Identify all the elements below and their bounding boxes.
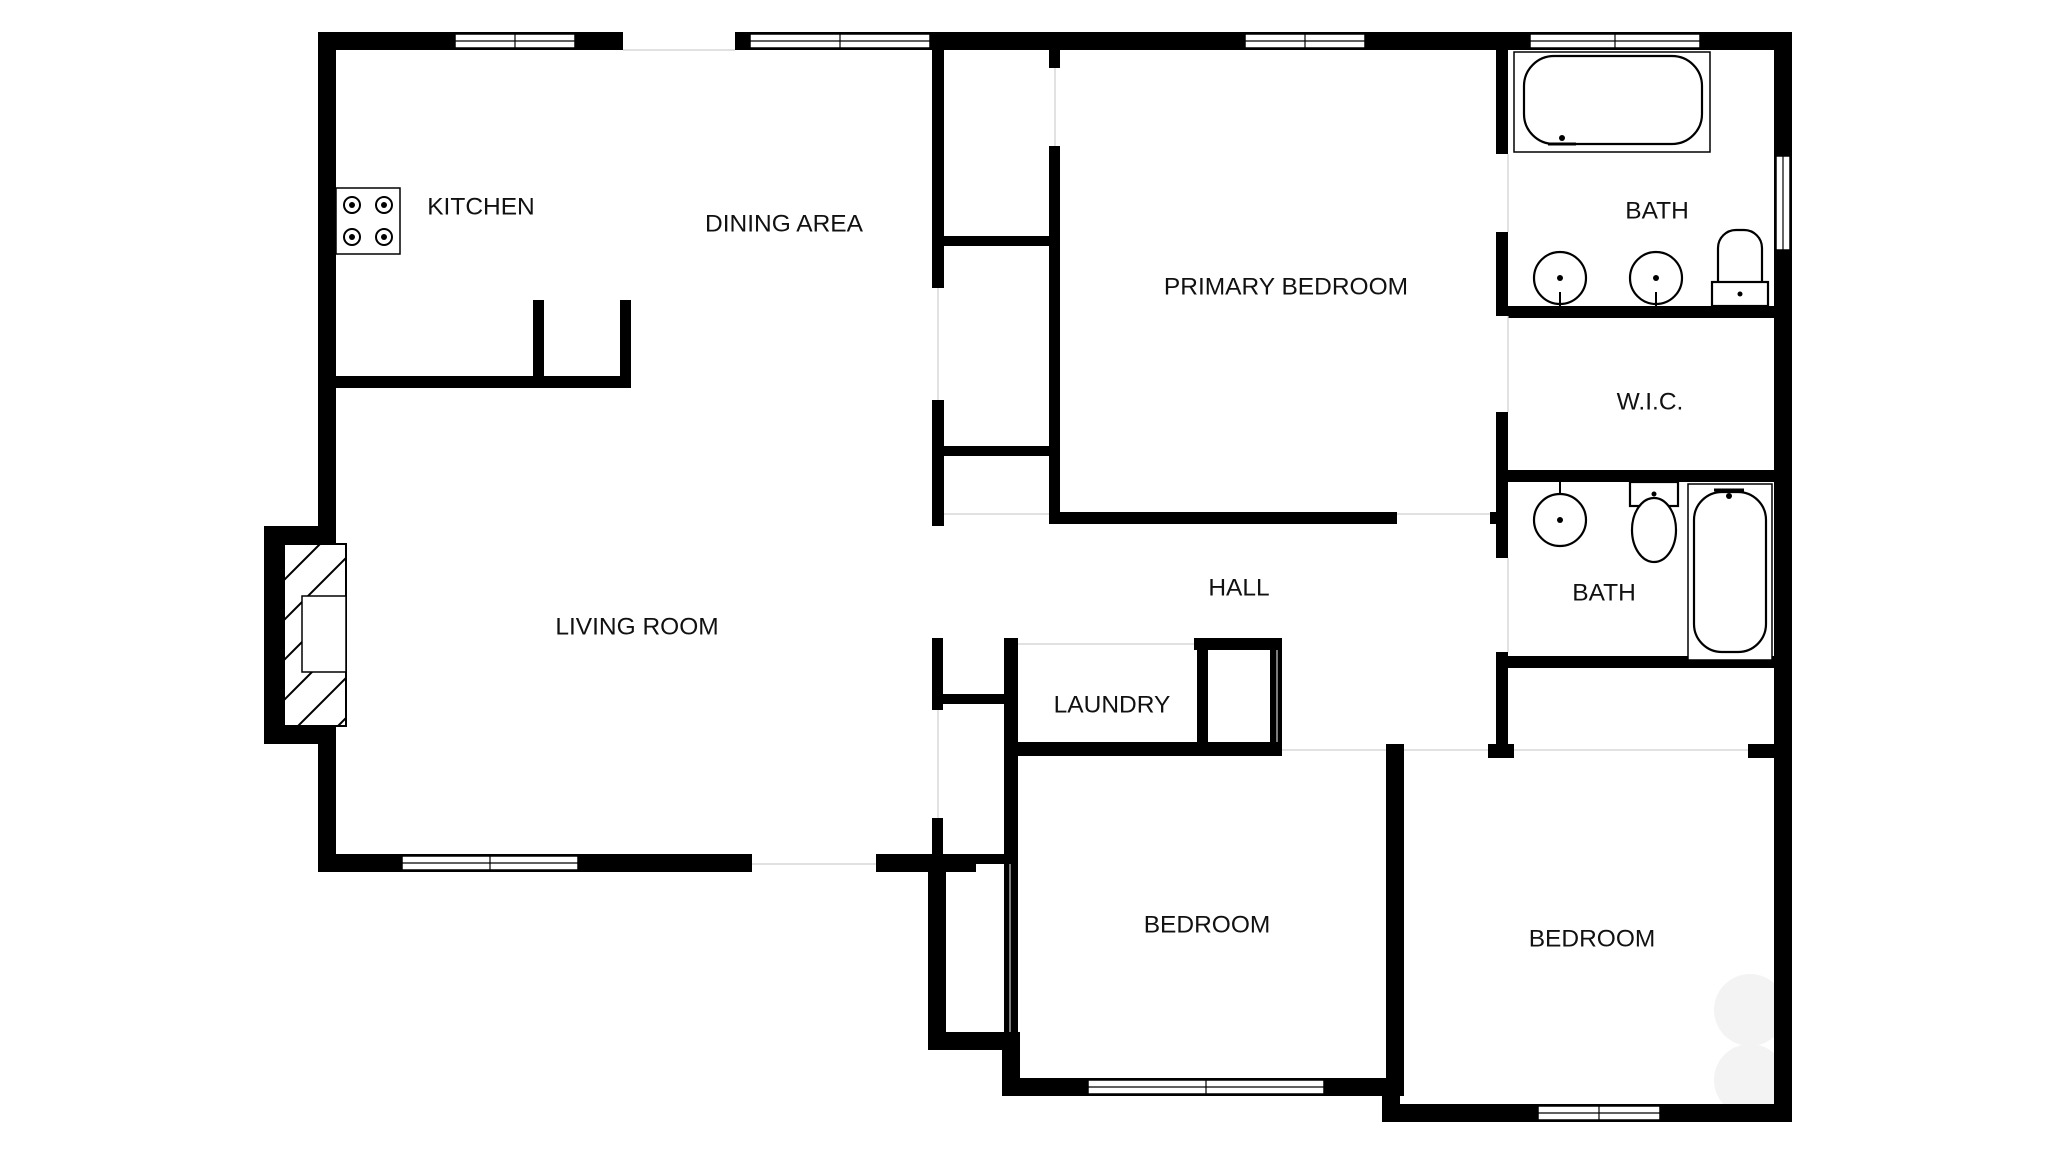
window-dining — [749, 33, 931, 49]
toilet-icon — [1628, 480, 1680, 564]
cooktop-icon — [335, 187, 401, 255]
sink-icon — [1532, 482, 1588, 548]
interior-walls — [336, 50, 1788, 1096]
toilet-icon — [1710, 228, 1770, 308]
window-bedroom-2 — [1087, 1079, 1325, 1095]
window-primary-bedroom — [1244, 33, 1366, 49]
window-primary-bath — [1529, 33, 1701, 49]
fireplace — [283, 543, 347, 727]
room-labels: KITCHEN DINING AREA PRIMARY BEDROOM BATH… — [427, 193, 1689, 952]
door-openings — [623, 49, 1748, 1032]
sink-icon — [1532, 250, 1588, 306]
sink-icon — [1628, 250, 1684, 306]
window-bedroom-3 — [1537, 1105, 1661, 1121]
window-living-room — [401, 855, 579, 871]
watermark — [1714, 974, 1786, 1116]
bathtub-icon — [1687, 483, 1773, 661]
bathtub-icon — [1513, 51, 1711, 153]
room-label-living-room: LIVING ROOM — [555, 613, 718, 640]
windows — [401, 33, 1791, 1121]
room-label-hall: HALL — [1208, 574, 1269, 601]
window-bath-side — [1775, 155, 1791, 251]
room-label-bath-primary: BATH — [1625, 197, 1689, 224]
room-label-dining-area: DINING AREA — [705, 210, 864, 237]
window-kitchen — [454, 33, 576, 49]
room-label-wic: W.I.C. — [1617, 388, 1684, 415]
room-label-laundry: LAUNDRY — [1054, 691, 1171, 718]
room-label-kitchen: KITCHEN — [427, 193, 535, 220]
room-label-bedroom-2: BEDROOM — [1144, 911, 1271, 938]
room-label-bedroom-3: BEDROOM — [1529, 925, 1656, 952]
room-label-primary-bedroom: PRIMARY BEDROOM — [1164, 273, 1408, 300]
room-label-bath-hall: BATH — [1572, 579, 1636, 606]
